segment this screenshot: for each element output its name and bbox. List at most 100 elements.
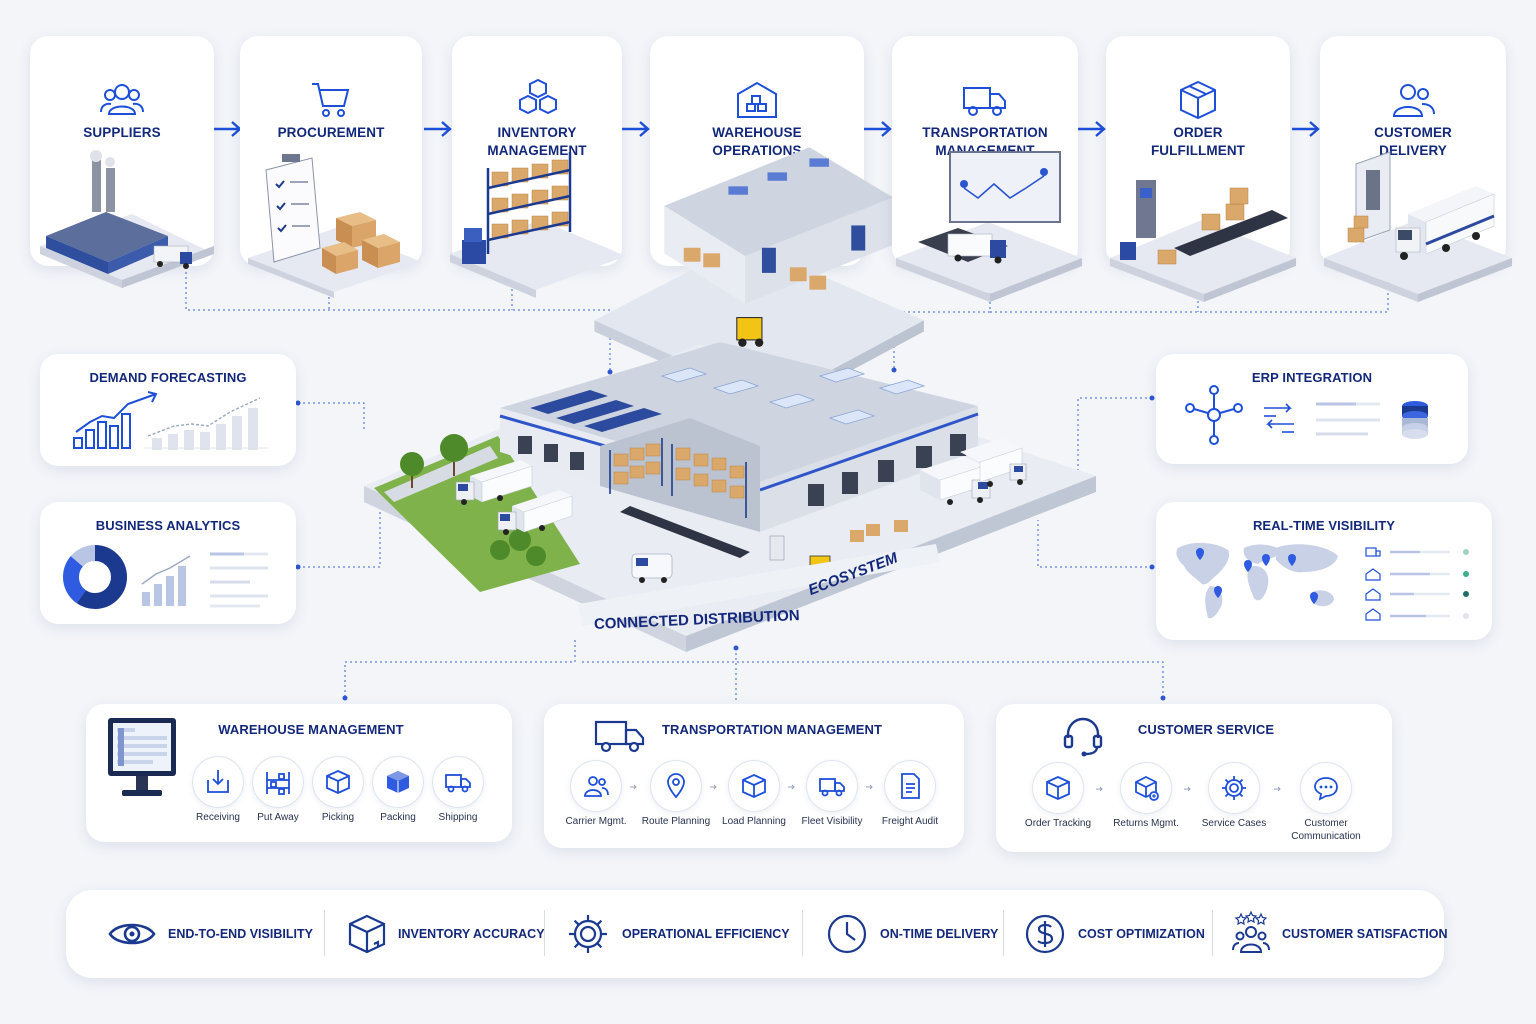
forecast-chart-graphic bbox=[144, 397, 268, 450]
stage-transportation-management[interactable]: TRANSPORTATION MANAGEMENT bbox=[892, 36, 1082, 302]
kpi-label: COST OPTIMIZATION bbox=[1078, 927, 1205, 941]
route-planning-label: Route Planning bbox=[641, 816, 711, 827]
stage-suppliers[interactable]: SUPPLIERS bbox=[30, 36, 214, 288]
kpi-divider bbox=[324, 910, 325, 956]
shipping-truck-icon bbox=[445, 774, 471, 793]
customer-communication-button[interactable] bbox=[1300, 762, 1352, 814]
kpi-divider bbox=[1212, 910, 1213, 956]
put-away-button[interactable] bbox=[252, 756, 304, 808]
stage-title: SUPPLIERS bbox=[83, 125, 161, 140]
stage-title: INVENTORY MANAGEMENT bbox=[487, 125, 587, 158]
flow-arrow bbox=[424, 121, 452, 137]
customer-communication-label: Customer Communication bbox=[1291, 818, 1361, 842]
status-list-graphic bbox=[1365, 547, 1469, 621]
kpi-divider bbox=[1003, 910, 1004, 956]
route-planning-button[interactable] bbox=[650, 760, 702, 812]
module-title: CUSTOMER SERVICE bbox=[1137, 722, 1275, 737]
fleet-visibility-label: Fleet Visibility bbox=[801, 816, 863, 827]
picking-box-icon bbox=[326, 770, 350, 794]
dollar-icon bbox=[1025, 914, 1065, 954]
module-customer-service[interactable]: CUSTOMER SERVICE Order Tracking Returns … bbox=[996, 704, 1392, 852]
kpi-label: CUSTOMER SATISFACTION bbox=[1282, 927, 1448, 941]
carrier-users-icon bbox=[584, 776, 609, 797]
kpi-end-to-end-visibility[interactable]: END-TO-END VISIBILITY bbox=[108, 908, 313, 960]
freight-audit-label: Freight Audit bbox=[881, 816, 939, 827]
stage-title: WAREHOUSE OPERATIONS bbox=[712, 125, 802, 158]
picking-label: Picking bbox=[321, 812, 355, 823]
kpi-label: END-TO-END VISIBILITY bbox=[168, 927, 313, 941]
packing-label: Packing bbox=[380, 812, 416, 823]
stage-inventory-management[interactable]: INVENTORY MANAGEMENT bbox=[450, 36, 626, 298]
carrier-mgmt-button[interactable] bbox=[570, 760, 622, 812]
kpi-label: ON-TIME DELIVERY bbox=[880, 927, 999, 941]
module-transportation-management[interactable]: TRANSPORTATION MANAGEMENT Carrier Mgmt. … bbox=[544, 704, 964, 848]
kpi-label: INVENTORY ACCURACY bbox=[398, 927, 545, 941]
panel-demand-forecasting[interactable]: DEMAND FORECASTING bbox=[40, 354, 296, 466]
growth-bars-graphic bbox=[141, 555, 191, 606]
panel-business-analytics[interactable]: BUSINESS ANALYTICS bbox=[40, 502, 296, 624]
kpi-divider bbox=[802, 910, 803, 956]
panel-title: ERP INTEGRATION bbox=[1251, 370, 1373, 385]
receiving-icon bbox=[207, 770, 229, 793]
stage-procurement[interactable]: PROCUREMENT bbox=[240, 36, 422, 298]
gear-icon bbox=[1222, 776, 1246, 800]
donut-chart-graphic bbox=[63, 545, 127, 609]
fleet-visibility-button[interactable] bbox=[806, 760, 858, 812]
kpi-cost-optimization[interactable]: COST OPTIMIZATION bbox=[1024, 908, 1205, 960]
panel-real-time-visibility[interactable]: REAL-TIME VISIBILITY bbox=[1156, 502, 1492, 640]
eye-icon bbox=[108, 923, 156, 945]
kpi-operational-efficiency[interactable]: OPERATIONAL EFFICIENCY bbox=[566, 908, 790, 960]
location-pin-icon bbox=[667, 773, 685, 799]
packing-button[interactable] bbox=[372, 756, 424, 808]
kpi-customer-satisfaction[interactable]: CUSTOMER SATISFACTION bbox=[1232, 908, 1448, 960]
warehouse-icon bbox=[737, 81, 777, 118]
service-cases-button[interactable] bbox=[1208, 762, 1260, 814]
route-screen-illustration bbox=[896, 151, 1082, 302]
shipping-label: Shipping bbox=[438, 812, 478, 823]
stage-warehouse-operations[interactable]: WAREHOUSE OPERATIONS bbox=[594, 36, 924, 413]
boxes-icon bbox=[519, 78, 557, 115]
load-planning-button[interactable] bbox=[728, 760, 780, 812]
kpi-inventory-accuracy[interactable]: INVENTORY ACCURACY bbox=[348, 908, 545, 960]
returns-mgmt-button[interactable] bbox=[1120, 762, 1172, 814]
rack-illustration bbox=[450, 152, 626, 298]
flow-arrow bbox=[622, 121, 650, 137]
returns-mgmt-label: Returns Mgmt. bbox=[1113, 818, 1179, 829]
users-icon bbox=[100, 84, 144, 115]
shipping-button[interactable] bbox=[432, 756, 484, 808]
legend-lines-graphic bbox=[210, 552, 268, 608]
kpi-label: OPERATIONAL EFFICIENCY bbox=[622, 927, 790, 941]
gear-icon bbox=[569, 915, 607, 953]
stage-customer-delivery[interactable]: CUSTOMER DELIVERY bbox=[1320, 36, 1512, 302]
truck-icon bbox=[963, 87, 1006, 116]
panel-title: BUSINESS ANALYTICS bbox=[95, 518, 241, 533]
bar-chart-up-icon bbox=[73, 391, 158, 449]
picking-button[interactable] bbox=[312, 756, 364, 808]
freight-audit-button[interactable] bbox=[884, 760, 936, 812]
module-warehouse-management[interactable]: WAREHOUSE MANAGEMENT Receiving Put Away … bbox=[86, 704, 512, 842]
module-title: TRANSPORTATION MANAGEMENT bbox=[661, 722, 883, 737]
order-box-icon bbox=[1046, 776, 1070, 800]
order-tracking-button[interactable] bbox=[1032, 762, 1084, 814]
clipboard-illustration bbox=[248, 154, 422, 298]
monitor-icon bbox=[108, 718, 176, 796]
carrier-mgmt-label: Carrier Mgmt. bbox=[565, 816, 627, 827]
stage-title: CUSTOMER DELIVERY bbox=[1374, 125, 1452, 158]
central-distribution-center-illustration bbox=[364, 342, 1096, 652]
flow-arrow bbox=[864, 121, 892, 137]
kpi-divider bbox=[544, 910, 545, 956]
load-box-icon bbox=[742, 774, 766, 798]
warehouse-floor-illustration bbox=[594, 147, 924, 413]
factory-illustration bbox=[40, 150, 214, 288]
receiving-button[interactable] bbox=[192, 756, 244, 808]
kpi-bar bbox=[66, 890, 1444, 978]
flow-arrow bbox=[1292, 121, 1320, 137]
kpi-on-time-delivery[interactable]: ON-TIME DELIVERY bbox=[826, 908, 998, 960]
panel-title: DEMAND FORECASTING bbox=[89, 370, 247, 385]
load-planning-label: Load Planning bbox=[722, 816, 786, 827]
stage-order-fulfillment[interactable]: ORDER FULFILLMENT bbox=[1106, 36, 1296, 302]
step-arrows bbox=[630, 784, 873, 790]
package-icon bbox=[1180, 80, 1216, 120]
panel-erp-integration[interactable]: ERP INTEGRATION bbox=[1156, 354, 1468, 464]
data-lines-graphic bbox=[1316, 402, 1380, 436]
